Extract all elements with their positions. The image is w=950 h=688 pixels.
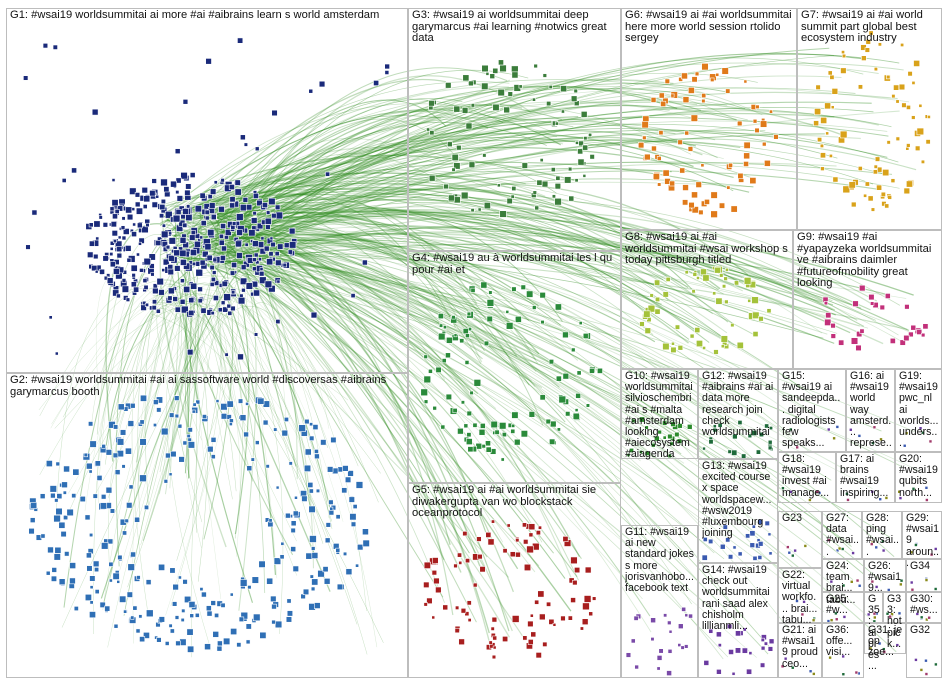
group-box-g17: G17: ai brains #wsai19 inspiring...	[836, 452, 895, 503]
group-label-g14: G14: #wsai19 check out worldsummitai ran…	[702, 565, 775, 632]
group-label-g2: G2: #wsai19 worldsummitai #ai ai sassoft…	[10, 375, 405, 398]
group-box-g36: G36: offe... visi...	[822, 623, 864, 678]
group-label-g13: G13: #wsai19 excited course x space worl…	[702, 461, 775, 539]
group-label-g35: G35: ai pres...	[868, 594, 880, 672]
group-label-g27: G27: data #wsai...	[826, 513, 859, 558]
group-box-g18: G18: #wsai19 invest #ai manage...	[778, 452, 836, 503]
group-box-g34: G34	[906, 559, 942, 592]
group-label-g8: G8: #wsai19 ai #ai worldsummitai #wsai w…	[625, 232, 790, 267]
group-box-g29: G29: #wsai19 aroun...	[902, 511, 942, 559]
group-box-g14: G14: #wsai19 check out worldsummitai ran…	[698, 563, 778, 678]
group-label-g3: G3: #wsai19 ai worldsummitai deep garyma…	[412, 10, 618, 45]
group-box-g16: G16: ai #wsai19 world way amsterd... rep…	[846, 369, 895, 452]
group-box-g3: G3: #wsai19 ai worldsummitai deep garyma…	[408, 8, 621, 251]
group-box-g4: G4: #wsai19 au à worldsummitai les l qu …	[408, 251, 621, 483]
group-box-g2: G2: #wsai19 worldsummitai #ai ai sassoft…	[6, 373, 408, 678]
group-label-g22: G22: virtual workfo... brai... tabu...	[782, 570, 819, 626]
group-label-g34: G34	[910, 561, 939, 572]
group-label-g5: G5: #wsai19 ai #ai worldsummitai sie diw…	[412, 485, 618, 520]
group-box-g7: G7: #wsai19 ai #ai world summit part glo…	[797, 8, 942, 230]
group-box-g1: G1: #wsai19 worldsummitai ai more #ai #a…	[6, 8, 408, 373]
group-label-g28: G28: ping #wsai...	[866, 513, 899, 558]
group-label-g18: G18: #wsai19 invest #ai manage...	[782, 454, 833, 499]
group-label-g25: G25: #w...	[826, 594, 861, 616]
group-label-g6: G6: #wsai19 ai #ai worldsummitai here mo…	[625, 10, 794, 45]
group-box-g22: G22: virtual workfo... brai... tabu...	[778, 568, 822, 623]
group-box-g28: G28: ping #wsai...	[862, 511, 902, 559]
group-box-g27: G27: data #wsai...	[822, 511, 862, 559]
group-box-g10: G10: #wsai19 worldsummitai silvioschembr…	[621, 369, 698, 459]
group-label-g33: G33: hot pick...	[887, 594, 903, 650]
group-box-g24: G24: team brai... tabu...	[822, 559, 864, 592]
group-label-g21: G21: ai #wsai19 proud ceo...	[782, 625, 819, 670]
group-label-g36: G36: offe... visi...	[826, 625, 861, 659]
group-label-g9: G9: #wsai19 #ai #yapayzeka worldsummitai…	[797, 232, 939, 290]
group-box-g13: G13: #wsai19 excited course x space worl…	[698, 459, 778, 563]
group-label-g32: G32	[910, 625, 939, 636]
group-label-g4: G4: #wsai19 au à worldsummitai les l qu …	[412, 253, 618, 276]
group-label-g7: G7: #wsai19 ai #ai world summit part glo…	[801, 10, 939, 45]
group-label-g23: G23	[782, 513, 819, 524]
group-box-g6: G6: #wsai19 ai #ai worldsummitai here mo…	[621, 8, 797, 230]
group-box-g12: G12: #wsai19 #aibrains #ai ai data more …	[698, 369, 778, 459]
group-box-g21: G21: ai #wsai19 proud ceo...	[778, 623, 822, 678]
group-box-g19: G19: #wsai19 pwc_nl ai worlds... unders.…	[895, 369, 942, 452]
group-box-g15: G15: #wsai19 ai sandeepda... digital rad…	[778, 369, 846, 452]
group-label-g15: G15: #wsai19 ai sandeepda... digital rad…	[782, 371, 843, 449]
group-box-g8: G8: #wsai19 ai #ai worldsummitai #wsai w…	[621, 230, 793, 369]
group-label-g1: G1: #wsai19 worldsummitai ai more #ai #a…	[10, 10, 405, 22]
group-box-g30: G30: #ws...	[906, 592, 942, 623]
group-label-g19: G19: #wsai19 pwc_nl ai worlds... unders.…	[899, 371, 939, 449]
group-box-g9: G9: #wsai19 #ai #yapayzeka worldsummitai…	[793, 230, 942, 369]
group-label-g26: G26: #wsai19...	[868, 561, 903, 595]
group-box-g20: G20: #wsai19 qubits north...	[895, 452, 942, 503]
group-label-g12: G12: #wsai19 #aibrains #ai ai data more …	[702, 371, 775, 438]
group-box-g26: G26: #wsai19...	[864, 559, 906, 592]
group-label-g10: G10: #wsai19 worldsummitai silvioschembr…	[625, 371, 695, 461]
group-box-g33: G33: hot pick...	[883, 592, 906, 623]
group-label-g30: G30: #ws...	[910, 594, 939, 616]
group-box-g32: G32	[906, 623, 942, 678]
group-label-g17: G17: ai brains #wsai19 inspiring...	[840, 454, 892, 499]
group-box-g35: G35: ai pres...	[864, 592, 883, 623]
group-box-g11: G11: #wsai19 ai new standard jokes s mor…	[621, 525, 698, 678]
group-box-g5: G5: #wsai19 ai #ai worldsummitai sie diw…	[408, 483, 621, 678]
group-label-g11: G11: #wsai19 ai new standard jokes s mor…	[625, 527, 695, 594]
group-label-g16: G16: ai #wsai19 world way amsterd... rep…	[850, 371, 892, 461]
group-box-g23: G23	[778, 511, 822, 568]
group-label-g20: G20: #wsai19 qubits north...	[899, 454, 939, 499]
group-box-g25: G25: #w...	[822, 592, 864, 623]
